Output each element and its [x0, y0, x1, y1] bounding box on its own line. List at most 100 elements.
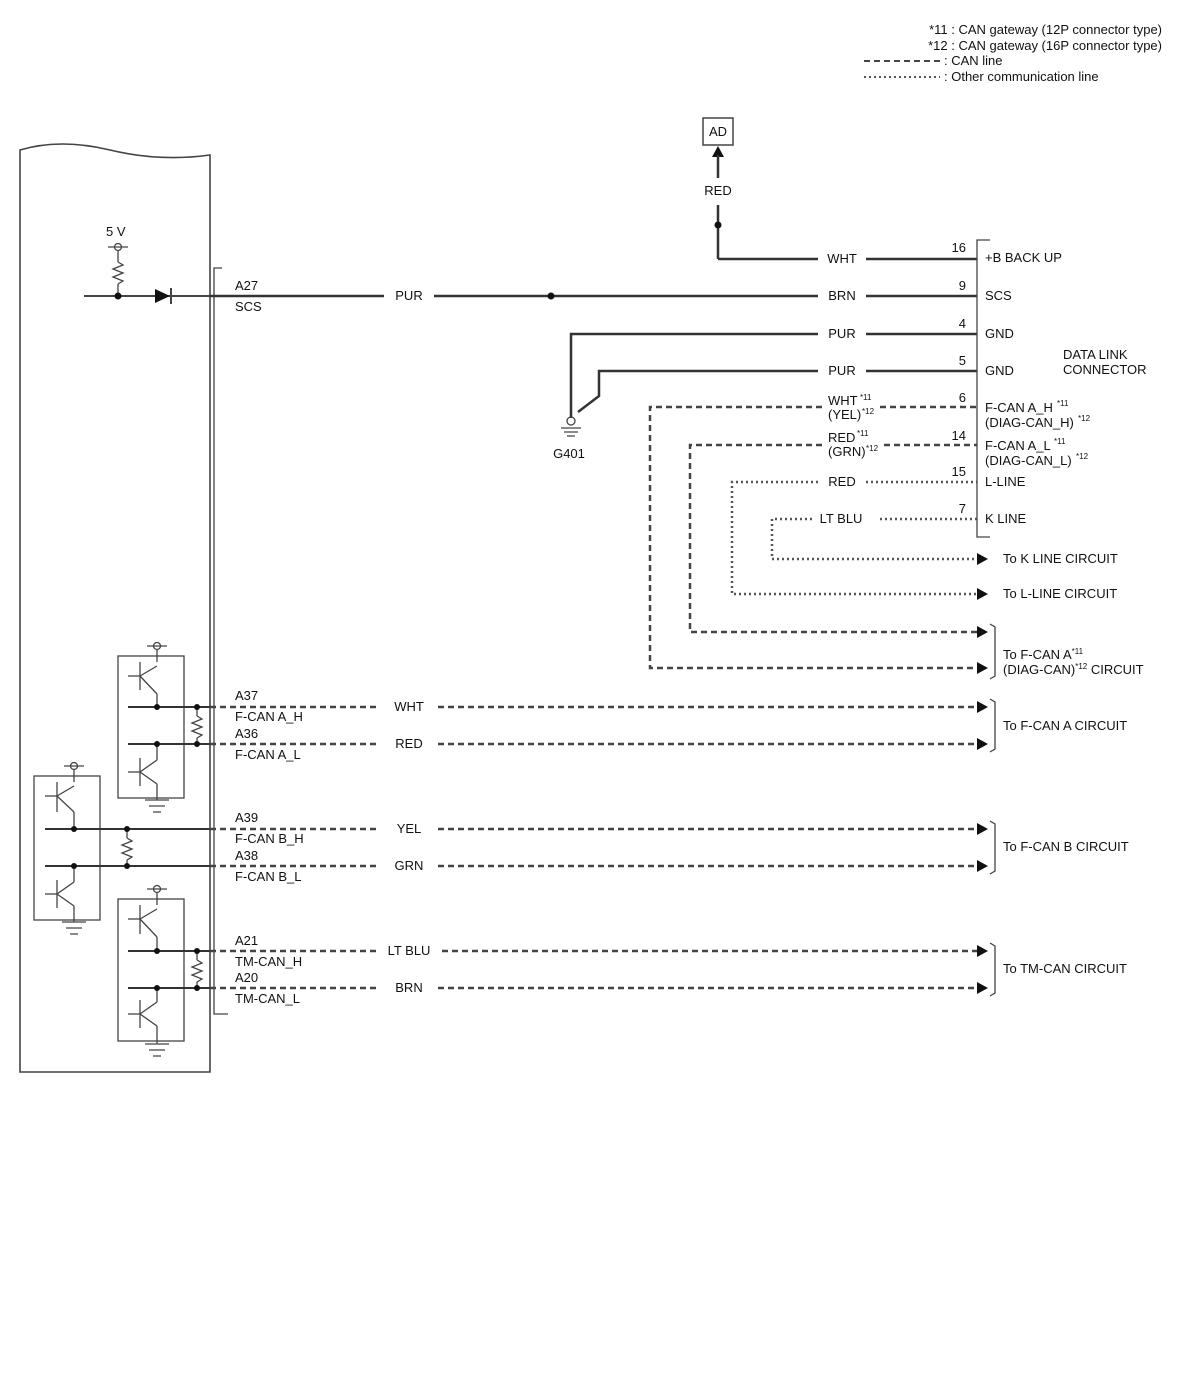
dlc-pin-number: 9 [959, 278, 966, 293]
pullup-resistor [111, 261, 125, 285]
destinations: To K LINE CIRCUIT To L-LINE CIRCUIT To F… [989, 551, 1144, 997]
svg-text:*12: *12 [866, 444, 879, 453]
dlc-title: DATA LINK [1063, 347, 1128, 362]
wire-color: PUR [828, 363, 855, 378]
svg-text:*11: *11 [1054, 437, 1066, 446]
destination-bracket [989, 942, 996, 997]
wire-color: YEL [397, 821, 422, 836]
dlc-pin-name: SCS [985, 288, 1012, 303]
legend-note-11: *11 : CAN gateway (12P connector type) [929, 22, 1162, 37]
fcan-b-transceiver [33, 761, 134, 935]
dlc-pin-number: 6 [959, 390, 966, 405]
unit-can-lines: WHT RED YEL GRN LT BLU BRN [210, 699, 988, 995]
dlc-pin-name: GND [985, 363, 1014, 378]
ground-lines: PUR PUR G401 [553, 326, 977, 461]
pin-number: A36 [235, 726, 258, 741]
destination-label: To F-CAN A CIRCUIT [1003, 718, 1127, 733]
legend-can-line: : CAN line [944, 53, 1003, 68]
svg-text:*12: *12 [1076, 452, 1089, 461]
wire-color: BRN [395, 980, 422, 995]
wire-color: WHT [828, 393, 858, 408]
pin-number: A37 [235, 688, 258, 703]
wire-color: LT BLU [820, 511, 863, 526]
termination-resistor [190, 959, 204, 983]
dlc-pin-number: 4 [959, 316, 966, 331]
destination-bracket [989, 820, 996, 875]
pin-name: F-CAN A_H [235, 709, 303, 724]
pin-name: SCS [235, 299, 262, 314]
fcan-a-transceiver [117, 641, 204, 813]
ad-label: AD [709, 124, 727, 139]
unit-pin-labels: A27 SCS A37 F-CAN A_H A36 F-CAN A_L A39 … [235, 278, 304, 1006]
wire-color: LT BLU [388, 943, 431, 958]
wire-color: (GRN) [828, 444, 866, 459]
destination-label: To F-CAN B CIRCUIT [1003, 839, 1129, 854]
wire-color: BRN [828, 288, 855, 303]
dlc-pin-name: (DIAG-CAN_L) [985, 453, 1072, 468]
pin-name: TM-CAN_H [235, 954, 302, 969]
dlc-pin-number: 14 [952, 428, 966, 443]
connector-a-bracket [213, 267, 228, 1015]
wire-color: GRN [395, 858, 424, 873]
pin-name: F-CAN B_L [235, 869, 301, 884]
tm-can-transceiver [117, 884, 204, 1057]
destination-label: To F-CAN A*11 [1003, 647, 1084, 662]
dlc-pin-number: 15 [952, 464, 966, 479]
dlc-pin-name: F-CAN A_H [985, 400, 1053, 415]
internal-bus-lines [45, 704, 210, 991]
destination-label: To K LINE CIRCUIT [1003, 551, 1118, 566]
legend-note-12: *12 : CAN gateway (16P connector type) [928, 38, 1162, 53]
ad-wire-color: RED [704, 183, 731, 198]
legend-other-line: : Other communication line [944, 69, 1099, 84]
data-link-connector: DATA LINK CONNECTOR 16 +B BACK UP 9 SCS … [952, 239, 1147, 538]
termination-resistor [120, 837, 134, 861]
dlc-pin-name: GND [985, 326, 1014, 341]
scs-input-circuit: 5 V [84, 224, 210, 304]
svg-text:*12: *12 [862, 407, 875, 416]
wire-color: (YEL) [828, 407, 861, 422]
destination-label: To TM-CAN CIRCUIT [1003, 961, 1127, 976]
destination-label: To L-LINE CIRCUIT [1003, 586, 1117, 601]
pin-name: F-CAN B_H [235, 831, 304, 846]
termination-resistor [190, 715, 204, 739]
dlc-pin-number: 7 [959, 501, 966, 516]
dlc-pin-name: L-LINE [985, 474, 1026, 489]
ground-terminal [566, 416, 576, 426]
wire-color: WHT [827, 251, 857, 266]
pin-number: A20 [235, 970, 258, 985]
dlc-pin-name: K LINE [985, 511, 1027, 526]
pin-number: A27 [235, 278, 258, 293]
dlc-pin-name: F-CAN A_L [985, 438, 1051, 453]
pin-number: A21 [235, 933, 258, 948]
legend: *11 : CAN gateway (12P connector type) *… [864, 22, 1162, 84]
wire-color: PUR [828, 326, 855, 341]
destination-bracket [989, 698, 996, 753]
ad-arrow [712, 146, 724, 157]
wire-color: WHT [394, 699, 424, 714]
dlc-pin-name: +B BACK UP [985, 250, 1062, 265]
svg-text:*11: *11 [1057, 399, 1069, 408]
destination-label: (DIAG-CAN)*12 CIRCUIT [1003, 662, 1144, 677]
ad-box [702, 117, 734, 146]
wire-color: RED [395, 736, 422, 751]
dlc-bracket [976, 239, 990, 538]
dlc-pin-name: (DIAG-CAN_H) [985, 415, 1074, 430]
wire-color: RED [828, 474, 855, 489]
pin-name: TM-CAN_L [235, 991, 300, 1006]
svg-text:*12: *12 [1078, 414, 1091, 423]
ground-symbol [561, 427, 581, 437]
svg-text:*11: *11 [860, 393, 872, 402]
pin-number: A38 [235, 848, 258, 863]
diode-symbol [155, 289, 170, 303]
svg-text:*11: *11 [857, 429, 869, 438]
dlc-comm-lines: WHT *11 (YEL) *12 RED *11 (GRN) *12 RED … [648, 393, 988, 674]
dlc-pin-number: 16 [952, 240, 966, 255]
dlc-pin-number: 5 [959, 353, 966, 368]
scs-line: PUR BRN [210, 288, 977, 303]
supply-label: 5 V [106, 224, 126, 239]
dlc-title: CONNECTOR [1063, 362, 1147, 377]
ground-label: G401 [553, 446, 585, 461]
ad-connection: AD RED WHT [702, 117, 977, 266]
control-unit [19, 143, 228, 1073]
